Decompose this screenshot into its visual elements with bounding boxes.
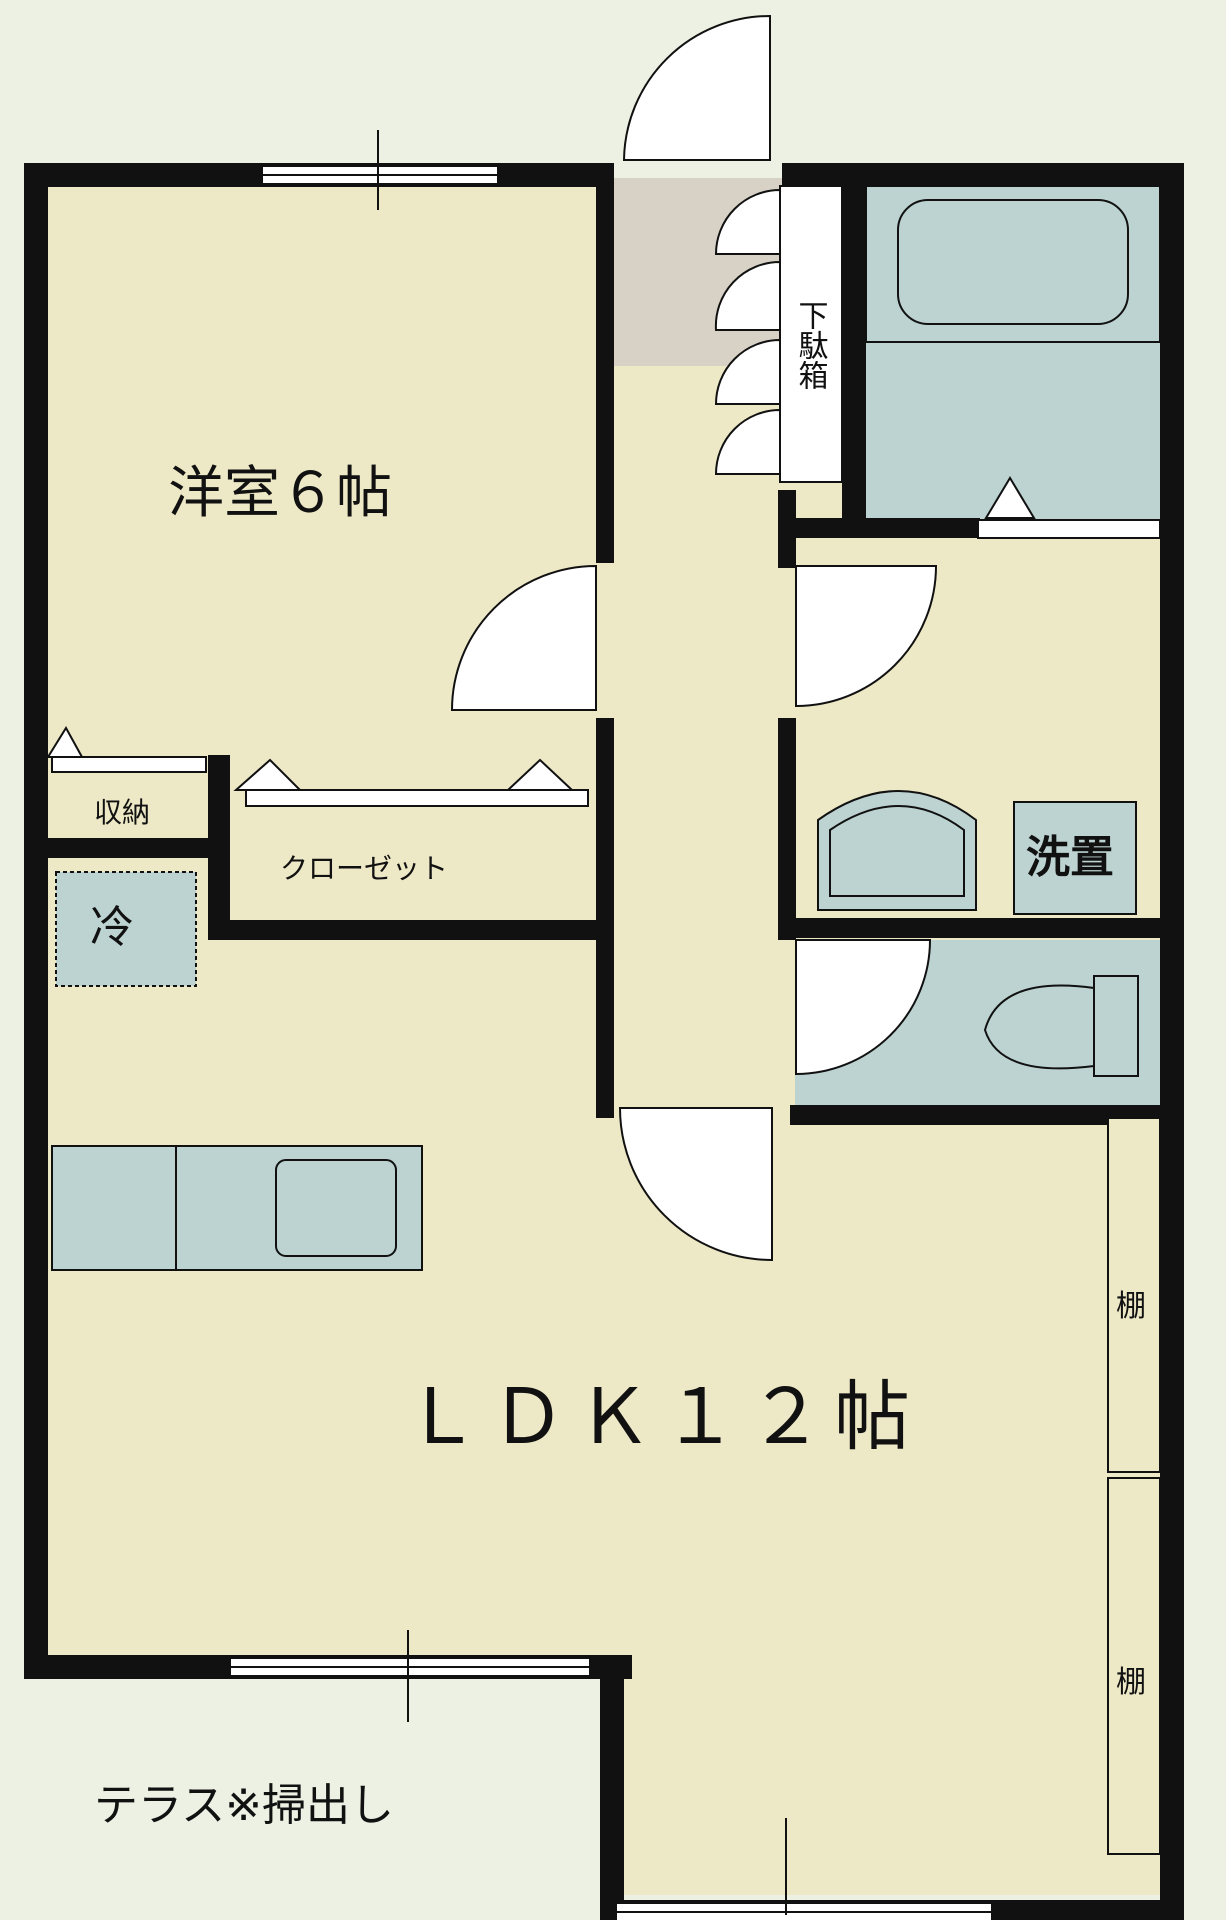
label-terrace: テラス※掃出し [94, 1780, 394, 1831]
wall-toilet-bottom [790, 1105, 1180, 1125]
wall-washroom-bottom [790, 918, 1180, 938]
wall-corridor-right-mid [778, 718, 796, 940]
label-washer: 洗置 [1026, 832, 1114, 883]
ldk-door [618, 1107, 773, 1262]
label-refrigerator: 冷 [90, 902, 134, 953]
bathtub [865, 185, 1161, 343]
washbasin [817, 790, 977, 911]
shoe-cabinet [714, 185, 843, 483]
wall-bath-bottom [790, 518, 980, 538]
entrance-door [622, 14, 771, 161]
toilet-door [795, 939, 932, 1076]
bath-door [977, 519, 1161, 539]
wall-storage-right [208, 755, 230, 935]
wall-corridor-right-upper [778, 490, 796, 568]
label-ldk: ＬＤＫ１２帖 [404, 1372, 920, 1461]
washer-box [1013, 801, 1137, 915]
wall-corridor-left-mid [596, 718, 614, 1118]
wall-corridor-left-upper [596, 163, 614, 563]
shelves [1107, 1117, 1161, 1855]
washroom-door [795, 565, 938, 708]
kitchen-counter [51, 1145, 423, 1271]
room-door [450, 564, 597, 711]
wall-closet-bottom [208, 920, 608, 940]
wall-bath-left [842, 163, 866, 531]
label-shelf-lower: 棚 [1116, 1665, 1146, 1700]
toilet [983, 975, 1139, 1077]
wall-left [24, 163, 48, 1679]
refrigerator-box [55, 871, 197, 987]
label-storage: 収納 [94, 796, 150, 829]
wall-right [1160, 163, 1184, 1920]
door-markers [46, 476, 1036, 791]
wall-storage-bottom [38, 838, 222, 858]
windows [229, 130, 993, 1920]
wall-step [600, 1655, 624, 1920]
label-shelf-upper: 棚 [1116, 1289, 1146, 1324]
label-shoe-cabinet: 下駄箱 [793, 300, 829, 390]
storage-door [51, 756, 207, 773]
label-closet: クローゼット [280, 852, 448, 885]
closet-door [245, 789, 589, 807]
label-western-room: 洋室６帖 [168, 461, 392, 526]
doors [51, 14, 1161, 1262]
